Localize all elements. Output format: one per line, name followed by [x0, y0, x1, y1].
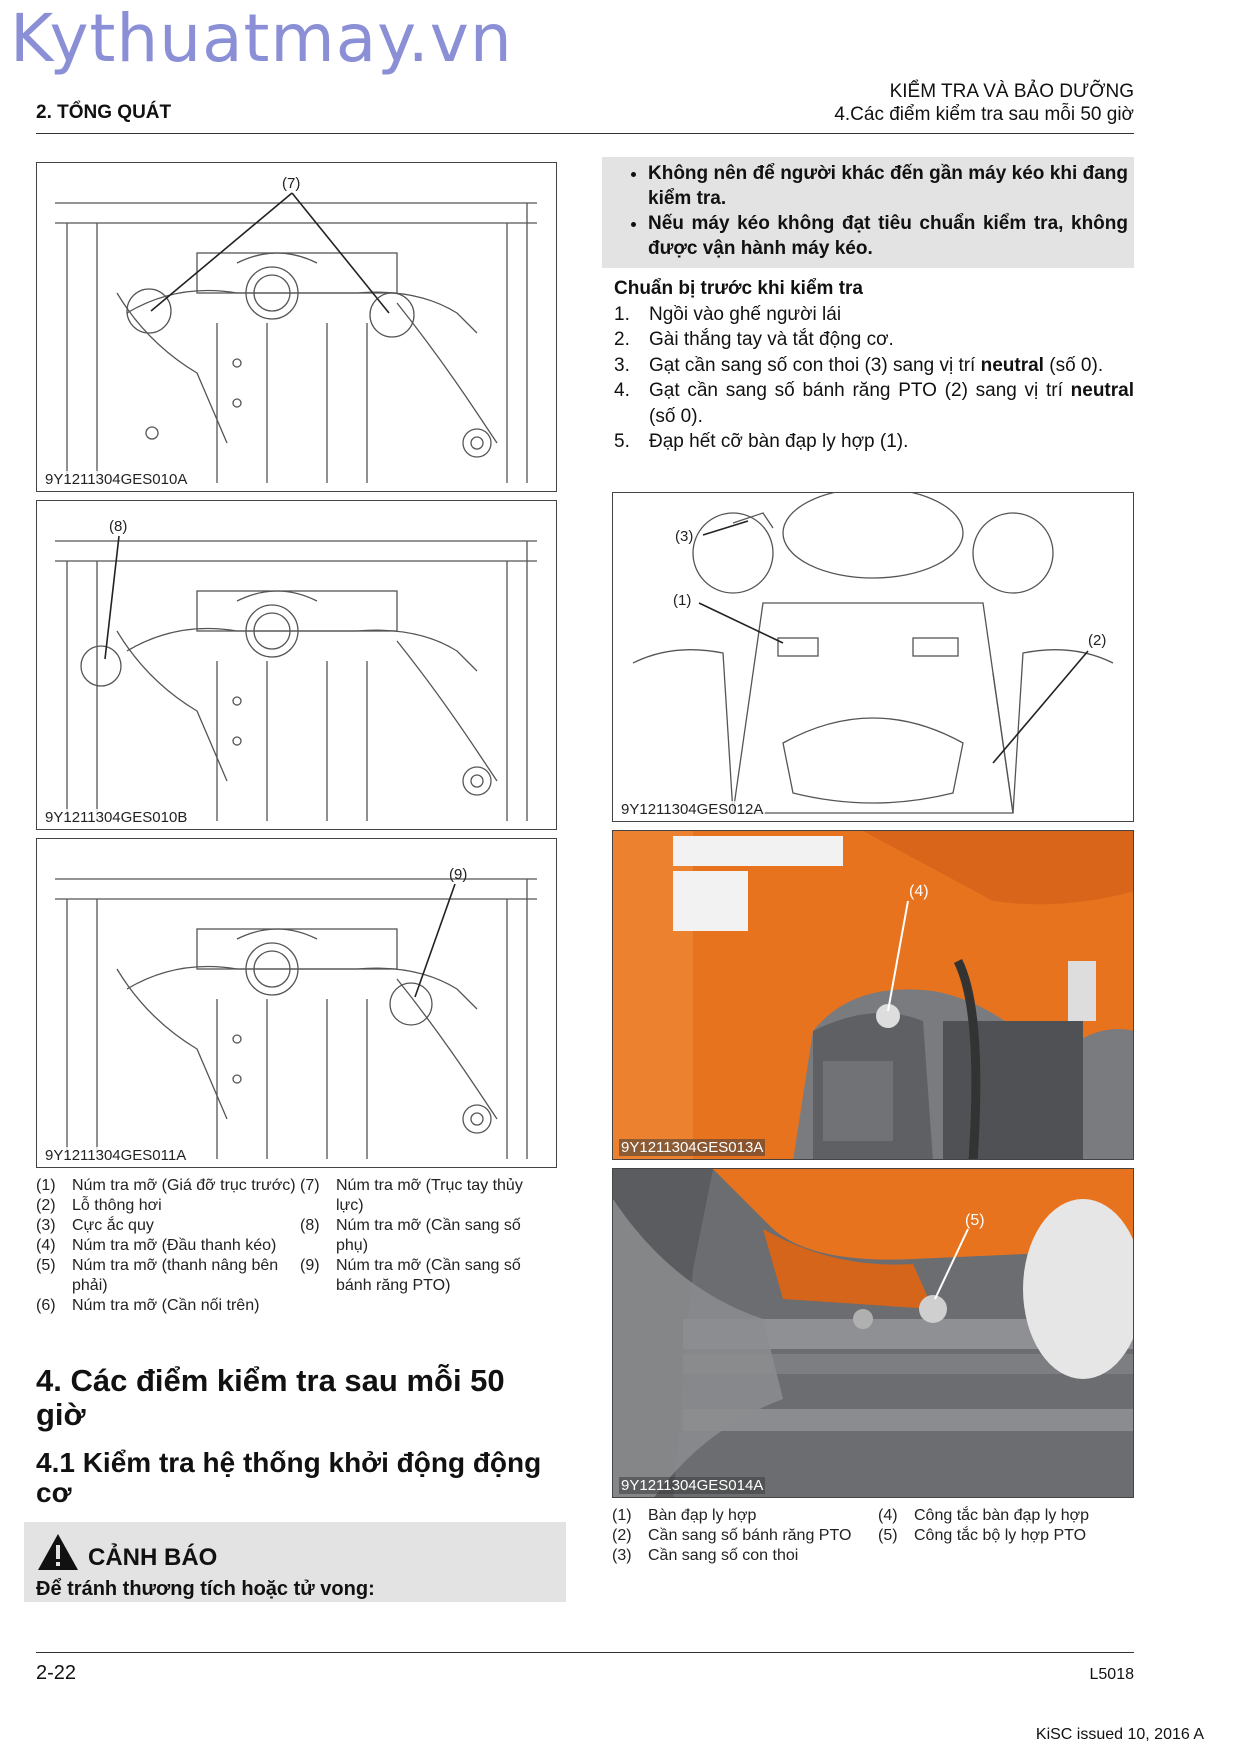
issued-note: KiSC issued 10, 2016 A [1035, 1726, 1204, 1743]
warning-bullet: Không nên để người khác đến gần máy kéo … [648, 161, 1134, 211]
warning-triangle-icon [38, 1534, 78, 1570]
watermark-text: Kythuatmay.vn [10, 0, 513, 77]
figure-3-drawing: (9) [55, 866, 537, 1159]
section-4-title: 4. Các điểm kiểm tra sau mỗi 50 giờ [36, 1363, 505, 1432]
legend-item: (7)Núm tra mỡ (Trục tay thủy lực) [300, 1177, 523, 1214]
figure-6-photo: (5) [613, 1169, 1133, 1497]
legend-item: (5)Công tắc bộ ly hợp PTO [878, 1527, 1087, 1544]
model-number: L5018 [1089, 1666, 1135, 1683]
legend-left-col2: (7)Núm tra mỡ (Trục tay thủy lực) (8)Núm… [300, 1176, 550, 1296]
section-4-1-title: 4.1 Kiểm tra hệ thống khởi động động cơ [36, 1447, 542, 1508]
figure-pto-clutch-switch-photo: (5) 9Y1211304GES014A [612, 1168, 1134, 1498]
step-item: 2.Gài thắng tay và tắt động cơ. [614, 329, 894, 350]
legend-right-col1: (1)Bàn đạp ly hợp (2)Cần sang số bánh ră… [612, 1506, 874, 1566]
callout-3: (3) [675, 528, 693, 545]
caution-title: CẢNH BÁO [88, 1544, 218, 1571]
legend-item: (9)Núm tra mỡ (Cần sang số bánh răng PTO… [300, 1257, 521, 1294]
legend-item: (8)Núm tra mỡ (Cần sang số phụ) [300, 1217, 521, 1254]
step-item: 4.Gạt cần sang số bánh răng PTO (2) sang… [614, 380, 1134, 427]
figure-1-code: 9Y1211304GES010A [43, 471, 190, 488]
legend-item: (2)Lỗ thông hơi [36, 1197, 162, 1214]
callout-9: (9) [449, 866, 467, 883]
figure-4-drawing: (3) (1) (2) [632, 493, 1114, 814]
figure-1-drawing: (7) [55, 175, 537, 483]
figure-grease-nipples-2: (8) 9Y1211304GES010B [36, 500, 557, 830]
callout-4: (4) [909, 883, 929, 900]
figure-6-code: 9Y1211304GES014A [619, 1477, 766, 1494]
callout-8: (8) [109, 518, 127, 535]
figure-clutch-pedal-switch-photo: (4) 9Y1211304GES013A [612, 830, 1134, 1160]
section-header-line1: KIỂM TRA VÀ BẢO DƯỠNG [889, 81, 1134, 102]
warning-bullet: Nếu máy kéo không đạt tiêu chuẩn kiểm tr… [648, 211, 1134, 261]
legend-item: (3)Cần sang số con thoi [612, 1547, 799, 1564]
legend-item: (5)Núm tra mỡ (thanh nâng bên phải) [36, 1257, 279, 1294]
legend-item: (2)Cần sang số bánh răng PTO [612, 1527, 852, 1544]
legend-left-col1: (1)Núm tra mỡ (Giá đỡ trục trước) (2)Lỗ … [36, 1176, 298, 1316]
preparation-title: Chuẩn bị trước khi kiểm tra [614, 278, 863, 299]
figure-grease-nipples-3: (9) 9Y1211304GES011A [36, 838, 557, 1168]
legend-item: (4)Núm tra mỡ (Đầu thanh kéo) [36, 1237, 277, 1254]
callout-1: (1) [673, 592, 691, 609]
caution-subtitle: Để tránh thương tích hoặc tử vong: [36, 1578, 375, 1600]
figure-5-code: 9Y1211304GES013A [619, 1139, 766, 1156]
legend-right-col2: (4)Công tắc bàn đạp ly hợp (5)Công tắc b… [878, 1506, 1134, 1546]
preparation-steps: Chuẩn bị trước khi kiểm tra 1.Ngồi vào g… [614, 276, 1134, 455]
figure-grease-nipples-1: (7) 9Y1211304GES010A [36, 162, 557, 492]
step-item: 1.Ngồi vào ghế người lái [614, 303, 842, 325]
step-item: 3.Gạt cần sang số con thoi (3) sang vị t… [614, 354, 1104, 376]
figure-operator-station: (3) (1) (2) 9Y1211304GES012A [612, 492, 1134, 822]
figure-5-photo: (4) [613, 831, 1133, 1159]
page-number: 2-22 [36, 1662, 77, 1684]
figure-2-code: 9Y1211304GES010B [43, 809, 190, 826]
figure-4-code: 9Y1211304GES012A [619, 801, 766, 818]
footer-rule [36, 1652, 1134, 1653]
legend-item: (6)Núm tra mỡ (Cần nối trên) [36, 1297, 260, 1314]
figure-2-drawing: (8) [55, 518, 537, 821]
chapter-title: 2. TỔNG QUÁT [36, 102, 172, 123]
caution-box: CẢNH BÁO Để tránh thương tích hoặc tử vo… [24, 1522, 566, 1602]
legend-item: (1)Núm tra mỡ (Giá đỡ trục trước) [36, 1177, 296, 1194]
callout-5: (5) [965, 1212, 985, 1229]
section-header-line2: 4.Các điểm kiểm tra sau mỗi 50 giờ [834, 104, 1134, 125]
header-rule [36, 133, 1134, 134]
warning-bullets-box: Không nên để người khác đến gần máy kéo … [602, 157, 1134, 268]
callout-2: (2) [1088, 632, 1106, 649]
callout-7: (7) [282, 175, 300, 192]
legend-item: (3)Cực ắc quy [36, 1217, 154, 1234]
section-header: KIỂM TRA VÀ BẢO DƯỠNG 4.Các điểm kiểm tr… [834, 80, 1134, 126]
figure-3-code: 9Y1211304GES011A [43, 1147, 189, 1164]
legend-item: (4)Công tắc bàn đạp ly hợp [878, 1507, 1090, 1524]
step-item: 5.Đạp hết cỡ bàn đạp ly hợp (1). [614, 431, 909, 452]
legend-item: (1)Bàn đạp ly hợp [612, 1507, 757, 1524]
